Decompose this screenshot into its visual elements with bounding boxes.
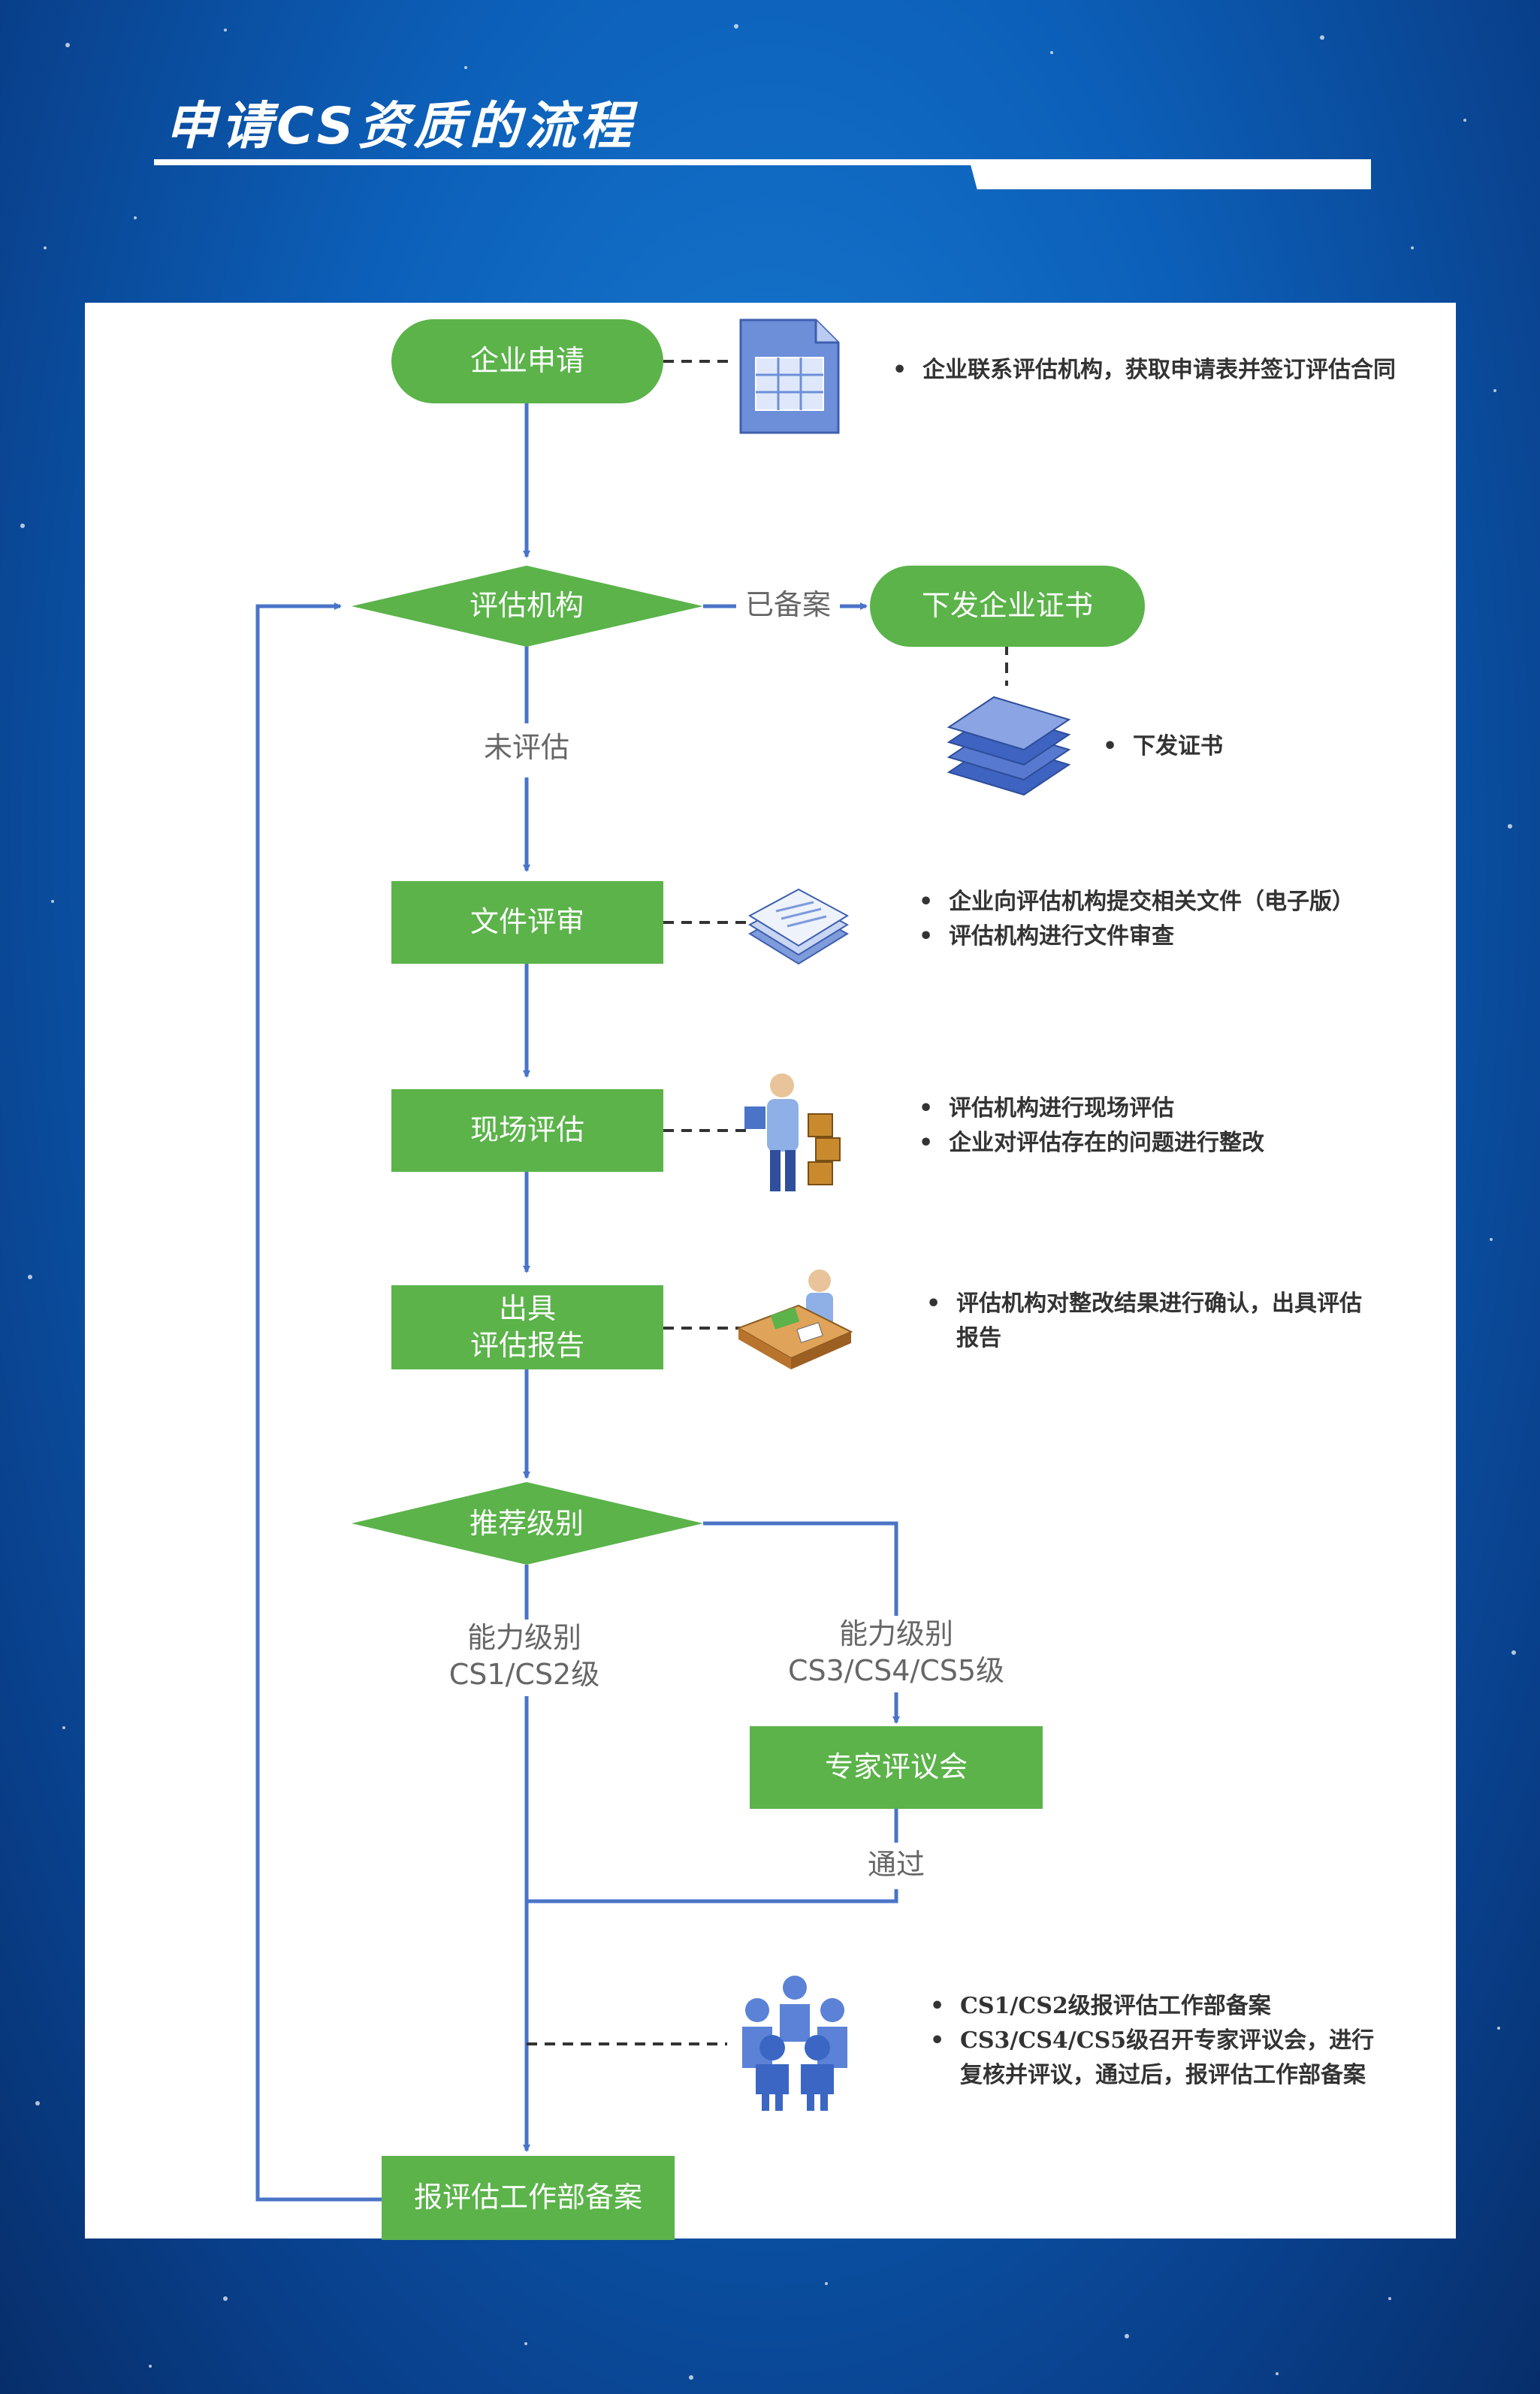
note-file-item: CS1/CS2级报评估工作部备案	[930, 1989, 1396, 2024]
edge-recommend-high	[703, 1521, 898, 1617]
note-onsite-item: 评估机构进行现场评估	[919, 1091, 1415, 1126]
note-doc-review-item: 评估机构进行文件审查	[919, 919, 1392, 954]
node-apply: 企业申请	[391, 319, 663, 403]
node-onsite: 现场评估	[391, 1089, 663, 1172]
note-apply-item: 企业联系评估机构，获取申请表并签订评估合同	[892, 353, 1396, 388]
label-not-assessed: 未评估	[451, 729, 602, 767]
node-issue-cert: 下发企业证书	[870, 566, 1145, 647]
label-level-low: 能力级别 CS1/CS2级	[415, 1620, 633, 1694]
note-report: 评估机构对整改结果进行确认，出具评估报告	[926, 1287, 1377, 1356]
note-report-item: 评估机构对整改结果进行确认，出具评估报告	[926, 1287, 1377, 1356]
note-issue-cert: 下发证书	[1103, 729, 1358, 764]
label-level-high: 能力级别 CS3/CS4/CS5级	[761, 1616, 1031, 1690]
flow-connectors	[255, 360, 1008, 2202]
certificate-stack-icon	[947, 696, 1071, 796]
node-file: 报评估工作部备案	[382, 2156, 675, 2240]
label-pass: 通过	[851, 1846, 941, 1884]
note-issue-cert-item: 下发证书	[1103, 729, 1358, 764]
decision-recommend-shape	[352, 1482, 703, 1565]
inspector-icon	[744, 1073, 841, 1191]
node-recommend: 推荐级别	[469, 1507, 584, 1541]
edge-file-loop	[255, 602, 382, 2202]
note-doc-review-item: 企业向评估机构提交相关文件（电子版）	[919, 885, 1392, 919]
team-icon	[742, 1976, 847, 2111]
node-agency: 评估机构	[469, 589, 584, 623]
node-expert: 专家评议会	[750, 1726, 1043, 1809]
node-report: 出具 评估报告	[391, 1285, 663, 1369]
spreadsheet-icon	[739, 318, 840, 434]
documents-icon	[747, 888, 850, 965]
note-file-item: CS3/CS4/CS5级召开专家评议会，进行复核并评议，通过后，报评估工作部备案	[930, 2024, 1396, 2093]
note-onsite-item: 企业对评估存在的问题进行整改	[919, 1126, 1415, 1161]
decision-agency-shape	[352, 566, 703, 647]
page-title: 申请CS资质的流程	[165, 97, 636, 156]
title-underline	[154, 159, 1371, 165]
note-file: CS1/CS2级报评估工作部备案 CS3/CS4/CS5级召开专家评议会，进行复…	[930, 1989, 1396, 2093]
report-desk-icon	[736, 1269, 853, 1369]
note-apply: 企业联系评估机构，获取申请表并签订评估合同	[892, 353, 1396, 388]
label-registered: 已备案	[736, 587, 840, 624]
title-underline-tab	[969, 159, 1371, 189]
note-onsite: 评估机构进行现场评估 企业对评估存在的问题进行整改	[919, 1091, 1415, 1161]
edge-pass-merge	[527, 1889, 898, 1903]
note-doc-review: 企业向评估机构提交相关文件（电子版） 评估机构进行文件审查	[919, 885, 1392, 954]
flowchart-panel: 企业申请 评估机构 下发企业证书 文件评审 现场评估 出具 评估报告 推荐级别 …	[85, 303, 1456, 2240]
node-doc-review: 文件评审	[391, 881, 663, 964]
